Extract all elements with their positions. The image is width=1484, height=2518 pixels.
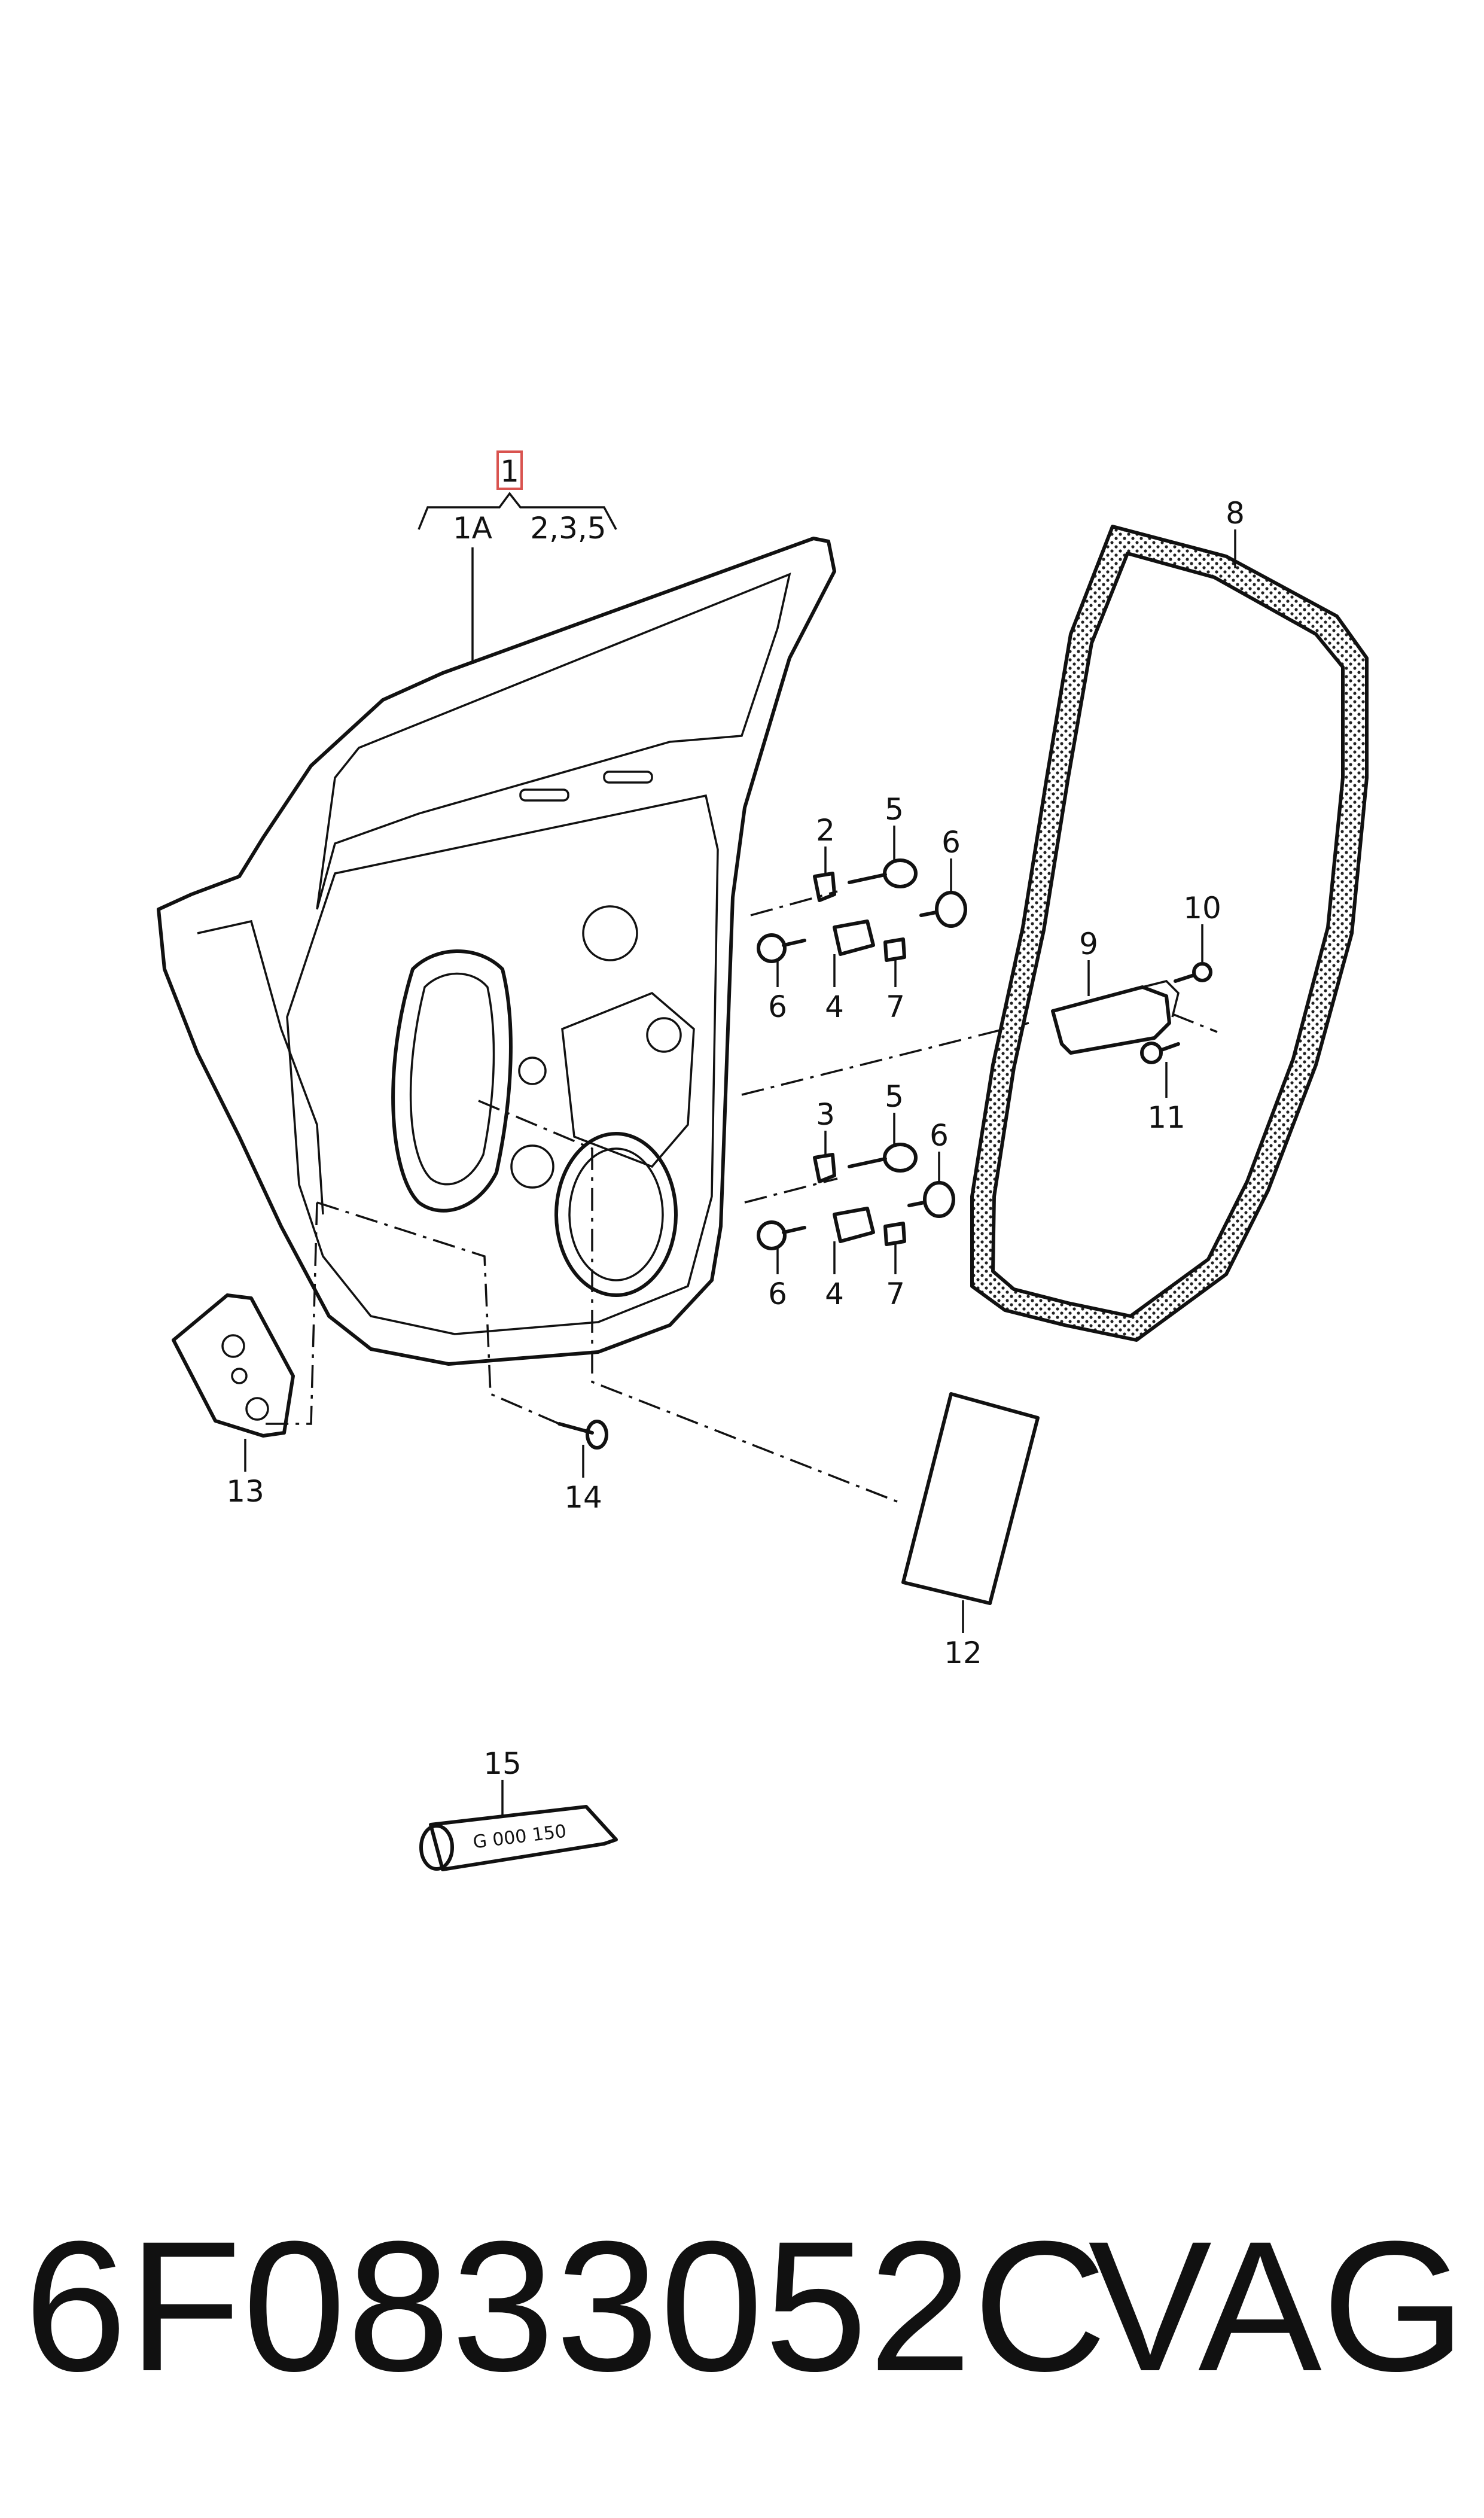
door-inner-panel bbox=[286, 794, 719, 1335]
check-strap-9-arm bbox=[1142, 980, 1180, 1018]
callout-4a: 4 bbox=[825, 989, 844, 1024]
bracket-13-hole-3 bbox=[245, 1397, 269, 1421]
callout-14: 14 bbox=[564, 1480, 602, 1515]
bolt-5-lower bbox=[848, 1143, 918, 1173]
upper-hinge-fasteners bbox=[757, 826, 967, 987]
pad-12 bbox=[901, 1392, 1040, 1633]
callout-2-3-5: 2,3,5 bbox=[530, 511, 606, 546]
bolt-11 bbox=[1140, 1042, 1180, 1064]
door-round-hole-3 bbox=[646, 1017, 682, 1053]
callout-6d: 6 bbox=[768, 1277, 787, 1311]
sealant-tube-15: G 000 150 bbox=[419, 1780, 618, 1871]
lower-hinge-fasteners bbox=[757, 1113, 955, 1274]
callout-8: 8 bbox=[1226, 496, 1245, 531]
sealant-tube-body bbox=[429, 1805, 618, 1871]
callout-7a: 7 bbox=[886, 989, 905, 1024]
bracket-13 bbox=[172, 1293, 295, 1472]
door-seal-ring bbox=[970, 525, 1369, 1342]
door-round-hole-2 bbox=[510, 1144, 554, 1189]
callout-6c: 6 bbox=[930, 1118, 949, 1153]
bracket-13-hole-2 bbox=[231, 1368, 248, 1384]
callout-6a: 6 bbox=[941, 825, 961, 860]
door-seal bbox=[970, 525, 1369, 1342]
sealant-tube-label: G 000 150 bbox=[472, 1821, 568, 1853]
part-number: 6F0833052C bbox=[24, 2202, 1108, 2410]
assembly-line-screw bbox=[316, 1201, 560, 1425]
screw-14 bbox=[557, 1420, 608, 1478]
callout-10: 10 bbox=[1183, 891, 1221, 925]
assembly-lines bbox=[263, 890, 1029, 1503]
callout-6b: 6 bbox=[768, 989, 787, 1024]
bolt-5-upper bbox=[848, 858, 918, 888]
callout-13: 13 bbox=[226, 1474, 264, 1509]
door-shell bbox=[157, 537, 836, 1366]
assembly-line-pad bbox=[478, 1100, 898, 1503]
door-slot-1 bbox=[519, 788, 569, 802]
door-round-hole-4 bbox=[518, 1056, 547, 1085]
nut-7-upper bbox=[883, 937, 906, 962]
bolt-6-upper-right bbox=[919, 891, 967, 928]
door-hinge-side-edge bbox=[197, 919, 324, 1215]
callout-4b: 4 bbox=[825, 1277, 844, 1311]
assembly-line-upper-hinge bbox=[750, 890, 838, 917]
callout-1-highlight-box bbox=[496, 450, 523, 490]
callout-12: 12 bbox=[944, 1636, 982, 1670]
nut-plate-4-lower bbox=[833, 1207, 875, 1243]
callout-3: 3 bbox=[816, 1097, 835, 1132]
pad-12-sheet bbox=[901, 1392, 1040, 1605]
callout-1-brace bbox=[418, 492, 617, 530]
assembly-line-lower-hinge bbox=[744, 1177, 838, 1204]
door-round-hole-1 bbox=[582, 905, 638, 961]
door-slot-2 bbox=[603, 771, 653, 784]
callout-2: 2 bbox=[816, 813, 835, 848]
clip-2 bbox=[813, 872, 836, 902]
check-strap-9 bbox=[1051, 985, 1171, 1055]
door-access-hole bbox=[391, 949, 513, 1213]
clip-3 bbox=[813, 1153, 836, 1183]
bracket-13-hole-1 bbox=[221, 1334, 245, 1358]
callout-5a: 5 bbox=[885, 792, 904, 827]
assembly-line-bracket bbox=[263, 1202, 318, 1425]
callout-1A: 1A bbox=[453, 511, 492, 546]
screw-14-head bbox=[586, 1420, 608, 1450]
assembly-line-check-strap bbox=[741, 1022, 1029, 1096]
bracket-13-body bbox=[172, 1293, 295, 1438]
callout-15: 15 bbox=[483, 1746, 522, 1781]
door-window-frame bbox=[316, 573, 791, 910]
bolt-6-lower-left bbox=[757, 1220, 806, 1250]
callout-7b: 7 bbox=[886, 1277, 905, 1311]
bolt-10 bbox=[1174, 962, 1212, 983]
nut-plate-4-upper bbox=[833, 919, 875, 956]
callout-9: 9 bbox=[1079, 927, 1098, 961]
door-outer-outline bbox=[157, 537, 836, 1366]
callout-1-group: 1 1A 2,3,5 bbox=[418, 450, 617, 664]
bolt-6-lower-right bbox=[907, 1181, 955, 1218]
door-access-hole-inner bbox=[409, 972, 495, 1186]
brand-name: VAG bbox=[1088, 2202, 1466, 2410]
speaker-opening-inner bbox=[568, 1147, 664, 1281]
door-reinforcement bbox=[561, 991, 695, 1168]
assembly-line-strap-bolt bbox=[1172, 1013, 1218, 1033]
speaker-opening bbox=[554, 1132, 678, 1297]
door-check-strap bbox=[1051, 924, 1218, 1098]
callout-5b: 5 bbox=[885, 1079, 904, 1114]
bolt-6-upper-left bbox=[757, 933, 806, 963]
nut-7-lower bbox=[883, 1222, 906, 1246]
sealant-tube-cap bbox=[419, 1824, 454, 1871]
callout-labels: 2 5 6 6 4 7 3 5 6 6 4 7 8 9 10 11 12 13 … bbox=[226, 496, 1245, 1781]
callout-11: 11 bbox=[1147, 1100, 1186, 1135]
callout-1: 1 bbox=[500, 454, 519, 489]
